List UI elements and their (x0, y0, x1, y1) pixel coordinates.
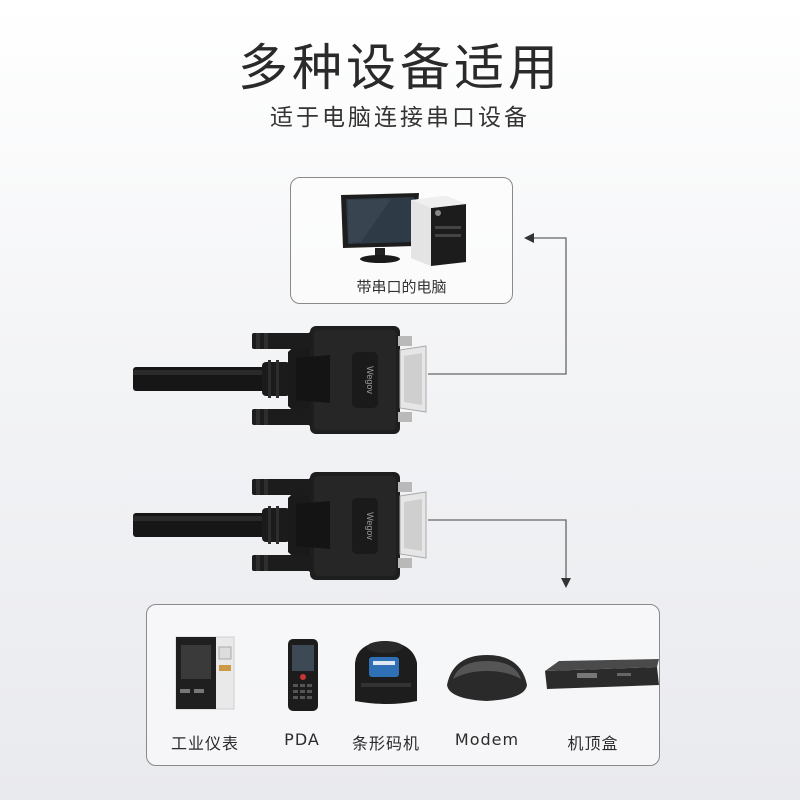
arrowhead-down (561, 578, 571, 588)
arrow-to-computer (428, 237, 567, 375)
device-label-modem: Modem (454, 730, 520, 749)
set-top-box-icon (545, 659, 659, 689)
lower-connector: Wegov (252, 472, 427, 580)
pda-icon (288, 639, 318, 711)
devices-box: 工业仪表 PDA 条形码机 Modem 机顶盒 (146, 604, 660, 766)
device-label-barcode-printer: 条形码机 (351, 734, 420, 753)
lower-cable (133, 506, 290, 544)
upper-connector: Wegov (252, 326, 427, 434)
page-title: 多种设备适用 (238, 39, 562, 97)
device-label-set-top-box: 机顶盒 (567, 734, 619, 753)
arrow-to-devices (428, 519, 567, 582)
lower-connector-brand: Wegov (365, 512, 375, 540)
page-subtitle: 适于电脑连接串口设备 (270, 105, 530, 131)
upper-connector-brand: Wegov (365, 366, 375, 394)
modem-icon (447, 655, 527, 701)
device-label-industrial-meter: 工业仪表 (170, 734, 239, 753)
arrowhead-left (524, 233, 534, 243)
industrial-meter-icon (175, 636, 235, 710)
barcode-printer-icon (355, 641, 417, 704)
upper-cable (133, 360, 290, 398)
computer-box: 带串口的电脑 (290, 177, 513, 304)
computer-icon (341, 193, 466, 266)
device-label-pda: PDA (284, 730, 320, 749)
computer-label: 带串口的电脑 (356, 278, 447, 296)
